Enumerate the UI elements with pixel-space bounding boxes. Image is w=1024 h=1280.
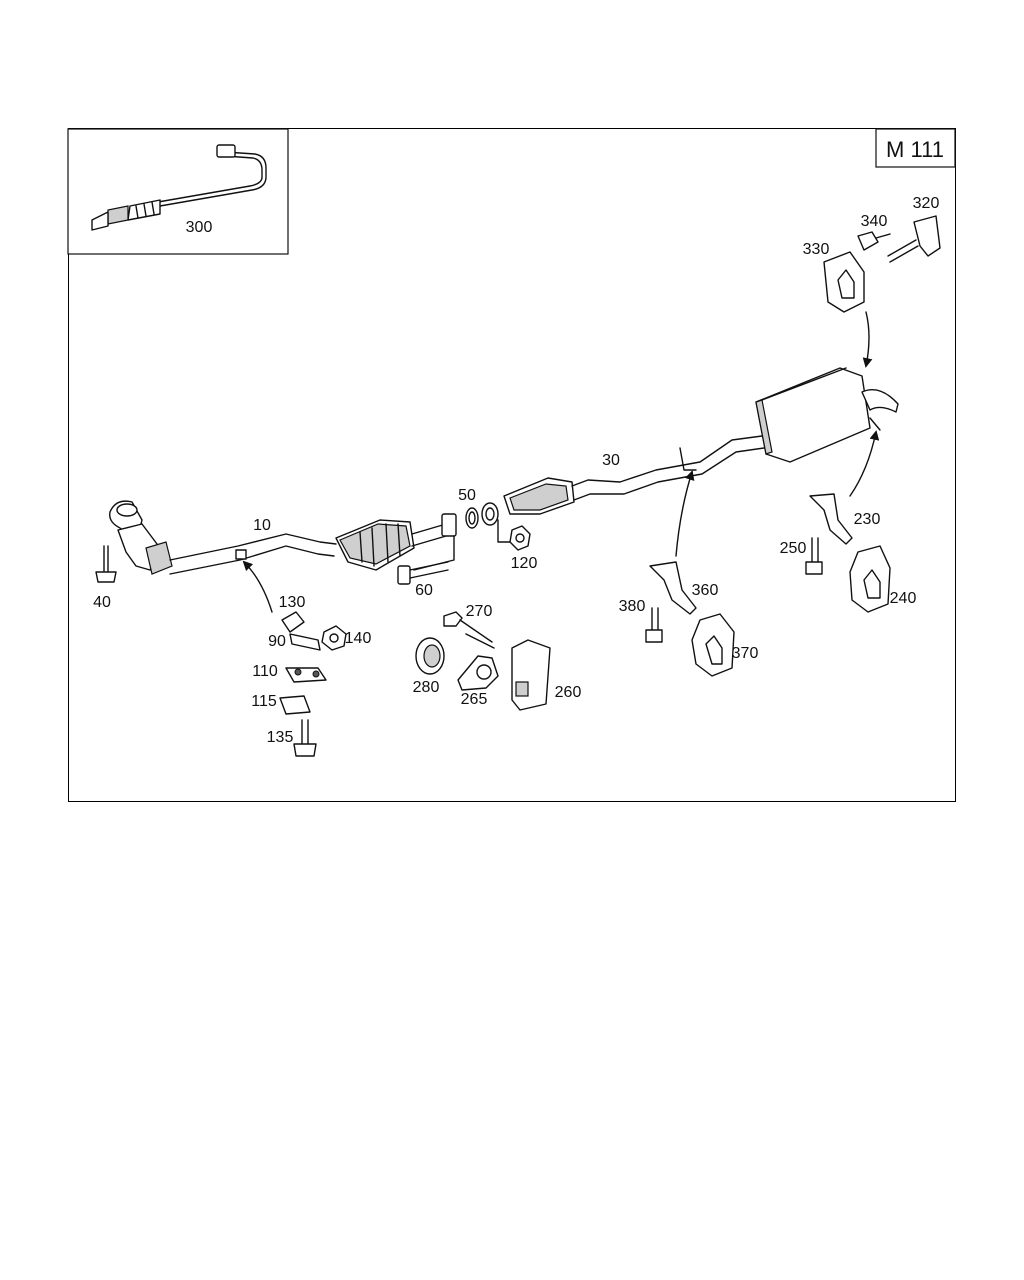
label-30: 30 [602,452,620,469]
label-60: 60 [415,582,433,599]
label-135: 135 [267,729,294,746]
hanger-set-rear-right-part [805,493,891,613]
bolt-40-part [95,545,117,583]
label-240: 240 [890,590,917,607]
hanger-set-rear-left-part [645,561,735,677]
label-140: 140 [345,630,372,647]
gasket-50-part [465,502,499,529]
label-230: 230 [854,511,881,528]
front-pipe-part [109,500,337,575]
label-10: 10 [253,517,271,534]
label-340: 340 [861,213,888,230]
label-360: 360 [692,582,719,599]
mount-set-middle-part [415,611,551,711]
hanger-set-front-part [279,611,347,757]
label-380: 380 [619,598,646,615]
rear-muffler-part [755,367,899,463]
label-250: 250 [780,540,807,557]
label-270: 270 [466,603,493,620]
diagram-code-box: M 111 [875,128,956,168]
label-260: 260 [555,684,582,701]
hanger-set-top-part [823,215,941,313]
label-115: 115 [251,693,277,710]
label-110: 110 [252,663,278,680]
label-40: 40 [93,594,111,611]
callout-labels: 10 30 40 50 60 90 110 115 120 130 135 14… [93,195,939,746]
middle-pipe-part [503,435,765,515]
label-130: 130 [279,594,306,611]
label-280: 280 [413,679,440,696]
label-50: 50 [458,487,476,504]
nut-120-part [497,519,531,551]
label-370: 370 [732,645,759,662]
diagram-frame [68,128,956,802]
inset-box: 300 [67,128,289,255]
oxygen-sensor-part [91,144,267,231]
label-320: 320 [913,195,940,212]
catalytic-converter-part [335,513,457,571]
leader-arrows [242,311,880,613]
bolt-60-part [397,535,455,585]
label-265: 265 [461,691,488,708]
label-300: 300 [186,219,213,236]
diagram-code: M 111 [886,137,944,162]
label-90: 90 [268,633,286,650]
label-120: 120 [511,555,538,572]
label-330: 330 [803,241,830,258]
